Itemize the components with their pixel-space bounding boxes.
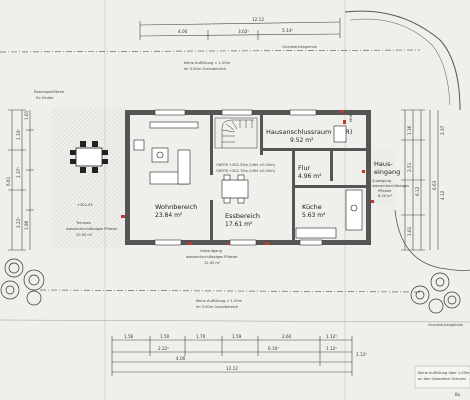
windows-top bbox=[154, 109, 323, 246]
staircase bbox=[214, 117, 258, 149]
terrace-elev: +302.53 bbox=[77, 203, 93, 207]
bottom-dim-9: 1.12⁵ bbox=[326, 346, 337, 351]
left-dim-4: 1.01 bbox=[24, 110, 29, 120]
room-har-name: Hausanschlussraum (HAR) bbox=[266, 128, 352, 136]
right-dim-1: 1.36 bbox=[407, 125, 412, 135]
room-flur-name: Flur bbox=[298, 164, 311, 172]
note-box bbox=[414, 365, 470, 389]
right-outer-2: 2.37 bbox=[440, 125, 445, 135]
note-bottom-2: im 3.00m Grenzbereich bbox=[196, 305, 238, 309]
bottom-dim-2: 1.50 bbox=[160, 334, 170, 339]
note-top-1: Keine Auffüllung > 1.00m bbox=[184, 61, 231, 65]
note-top-2: im 3.00m Grenzbereich bbox=[184, 67, 226, 71]
terrace-area bbox=[52, 108, 126, 248]
room-har-area: 9.52 m² bbox=[290, 137, 314, 144]
right-dimension-chains bbox=[401, 109, 439, 251]
patio-table-set bbox=[70, 141, 108, 173]
bottom-dim-5: 2.60 bbox=[282, 334, 292, 339]
top-dim-2: 3.02⁵ bbox=[238, 29, 249, 34]
bottom-dim-10: 4.00 bbox=[176, 356, 186, 361]
top-total-dim: 12.12 bbox=[252, 17, 264, 22]
left-dim-5: 1.90 bbox=[24, 220, 29, 230]
left-dimension-chain bbox=[8, 109, 34, 251]
right-dim-2: 2.51 bbox=[407, 162, 412, 172]
boundary-bottom bbox=[39, 289, 421, 293]
bottom-dim-8: 6.10⁵ bbox=[268, 346, 279, 351]
site-curve-top-right-inner bbox=[349, 18, 451, 106]
terrace-area-label: 20.00 m² bbox=[76, 233, 93, 237]
okffb-1: OKFFB +302.53m (LNN ±0.00m) bbox=[216, 163, 276, 167]
bottom-dim-6: 1.12⁵ bbox=[326, 334, 337, 339]
bottom-dim-7: 2.22⁵ bbox=[158, 346, 169, 351]
kitchen-units bbox=[295, 189, 363, 239]
room-wohnbereich-name: Wohnbereich bbox=[155, 203, 197, 211]
left-dim-3: 2.22⁵ bbox=[16, 217, 21, 228]
left-dim-2: 1.37⁵ bbox=[16, 167, 21, 178]
bottom-dim-4: 1.59 bbox=[232, 334, 242, 339]
right-dim-4: 1.01 bbox=[407, 226, 412, 236]
site-curve-right bbox=[394, 209, 470, 272]
bottom-dim-11: 1.12⁵ bbox=[356, 352, 367, 357]
bottom-note-2: an den Gesamten Grenzen bbox=[418, 377, 466, 381]
top-dimension-chain bbox=[139, 18, 341, 40]
walkway-2: wasserdurchlässiges Pflaster bbox=[186, 255, 238, 259]
right-dim-3: 6.12 bbox=[415, 186, 420, 196]
top-dim-3: 5.14⁵ bbox=[282, 28, 293, 33]
room-kueche-area: 5.63 m² bbox=[302, 212, 326, 219]
lawn-label-2: für Kinder bbox=[36, 96, 54, 100]
tree-group-right bbox=[410, 272, 461, 314]
boundary-label-right: Grundstücksgrenze bbox=[428, 323, 464, 327]
bottom-total-dim: 12.12 bbox=[226, 366, 238, 371]
entry-path bbox=[371, 150, 395, 205]
bottom-dim-1: 1.56 bbox=[124, 334, 134, 339]
sofa-set bbox=[133, 121, 199, 185]
room-kueche-name: Küche bbox=[302, 203, 322, 211]
left-dim-1: 1.33⁵ bbox=[16, 129, 21, 140]
bottom-note-1: Keine Auffüllung über 1.00m bbox=[418, 371, 470, 375]
boundary-top bbox=[0, 49, 421, 53]
boundary-label-top: Grundstücksgrenze bbox=[282, 45, 318, 49]
left-dim-total: 6.61 bbox=[6, 176, 11, 186]
walkway-area: 12.00 m² bbox=[204, 261, 221, 265]
room-wohnbereich-area: 23.84 m² bbox=[155, 212, 183, 219]
mhe-label: MHE bbox=[349, 113, 353, 122]
boundary-bottom-2 bbox=[0, 319, 470, 323]
site-curve-top-right bbox=[344, 10, 461, 111]
terrace-label: Terrasse bbox=[75, 221, 92, 225]
walkway-1: Umlaufgang bbox=[200, 249, 222, 253]
top-dim-1: 4.00 bbox=[178, 29, 188, 34]
har-unit bbox=[333, 125, 347, 143]
bottom-dimension-chain bbox=[111, 336, 353, 376]
bottom-dim-3: 1.70 bbox=[196, 334, 206, 339]
tree-group-left bbox=[0, 258, 45, 306]
dining-table bbox=[221, 174, 249, 204]
room-essbereich-name: Essbereich bbox=[225, 212, 260, 220]
okffb-2: OKFFB +302.70m (LNN ±0.00m) bbox=[216, 169, 276, 173]
lawn-label-1: Rasenspielfläche bbox=[34, 90, 65, 94]
note-bottom-1: Keine Auffüllung > 1.00m bbox=[196, 299, 243, 303]
right-outer-3: 4.12 bbox=[440, 190, 445, 200]
right-outer-1: 6.63 bbox=[432, 180, 437, 190]
room-flur-area: 4.96 m² bbox=[298, 173, 322, 180]
terrace-label-2: wasserdurchlässiges Pflaster bbox=[66, 227, 118, 231]
room-essbereich-area: 17.61 m² bbox=[225, 221, 253, 228]
corner-label: Ku bbox=[455, 392, 461, 397]
